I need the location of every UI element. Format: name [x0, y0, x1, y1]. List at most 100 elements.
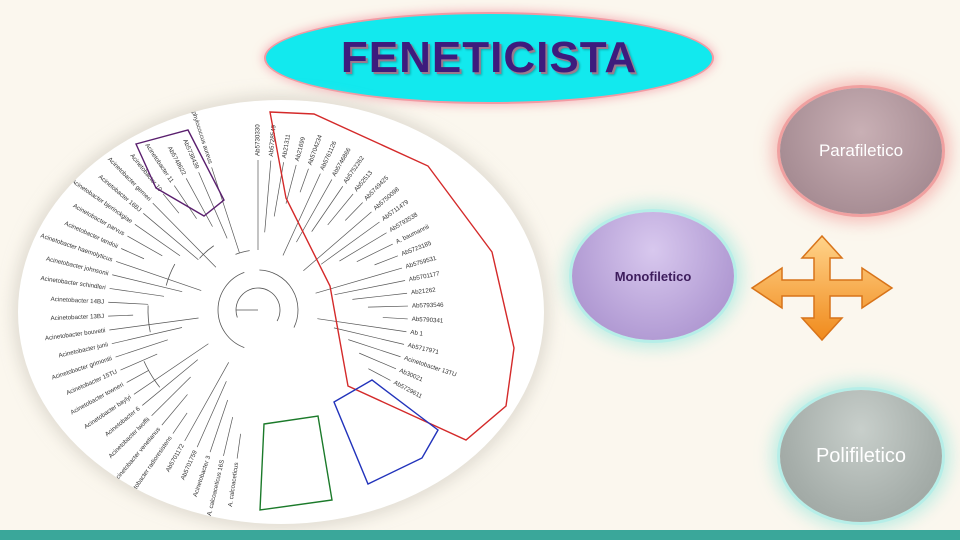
- tree-branch: [367, 305, 408, 308]
- tree-internal-arc: [147, 305, 151, 333]
- tree-right-arc: [259, 269, 299, 328]
- tree-internal-arc: [199, 245, 214, 259]
- tree-leaf-label: Ab5759531: [405, 255, 438, 271]
- tree-leaf-label: Ab5701177: [408, 270, 441, 283]
- tree-leaf-label: Ab5790341: [412, 316, 445, 325]
- tree-branch: [374, 255, 399, 266]
- tree-branch: [339, 232, 387, 262]
- tree-leaf-label: Ab21262: [411, 287, 437, 297]
- tree-branch: [162, 193, 180, 214]
- tree-branch: [173, 185, 197, 219]
- tree-branch: [161, 394, 188, 426]
- tree-branch: [121, 248, 145, 260]
- parafiletico-bubble[interactable]: Parafiletico: [780, 88, 942, 214]
- tree-leaf-label: A. calcoaceticus: [227, 462, 240, 507]
- tree-leaf-label: Ab5723185: [400, 240, 433, 258]
- tree-branch: [185, 178, 213, 227]
- tree-leaf-label: A. calcoaceticus 16S: [206, 459, 226, 517]
- tree-leaf-label: Acinetobacter schindleri: [40, 275, 106, 291]
- tree-branch: [334, 280, 406, 296]
- monofiletico-label: Monofiletico: [614, 268, 692, 284]
- tree-branch: [285, 164, 297, 204]
- tree-branch: [359, 352, 397, 370]
- polifiletico-bubble[interactable]: Polifiletico: [780, 390, 942, 522]
- clade-green-outline: [259, 415, 333, 511]
- tree-branch: [142, 359, 199, 406]
- tree-branch: [352, 292, 408, 300]
- tree-leaf-label: Ab5730330: [255, 124, 262, 156]
- monofiletico-bubble[interactable]: Monofiletico: [572, 212, 734, 340]
- tree-leaf-label: Ab30021: [398, 367, 424, 383]
- title-banner: FENETICISTA: [266, 14, 712, 102]
- tree-branch: [348, 339, 401, 358]
- tree-internal-arc: [143, 361, 161, 388]
- clade-blue-outline: [333, 379, 439, 485]
- tree-branch: [320, 221, 380, 265]
- page-title: FENETICISTA: [340, 33, 638, 82]
- tree-branch: [209, 399, 228, 453]
- tree-branch: [211, 167, 240, 254]
- tree-branch: [264, 160, 272, 233]
- clade-red-outline: [269, 111, 515, 441]
- tree-branch: [152, 202, 217, 268]
- tree-leaf-label: Acinetobacter lwoffii: [107, 416, 151, 460]
- tree-branch: [333, 327, 405, 345]
- tree-branch: [223, 416, 234, 457]
- tree-leaf-label: Ab5701759: [180, 449, 199, 481]
- four-way-arrow-icon: [750, 234, 894, 342]
- tree-leaf-label: Ab5793546: [412, 302, 444, 310]
- tree-branch: [382, 317, 408, 320]
- tree-branch: [109, 317, 199, 331]
- tree-branch: [111, 327, 183, 344]
- tree-branch: [198, 172, 228, 239]
- tree-branch: [317, 318, 407, 333]
- tree-branch: [143, 213, 199, 260]
- tree-branch: [115, 261, 202, 291]
- tree-leaf-label: Acinetobacter junii: [58, 341, 109, 359]
- tree-branch: [108, 301, 149, 305]
- tree-branch: [327, 193, 354, 226]
- tree-branch: [296, 179, 333, 243]
- tree-root-arc: [235, 287, 281, 322]
- tree-branch: [282, 173, 321, 256]
- tree-branch: [108, 314, 134, 317]
- tree-branch: [151, 376, 191, 416]
- tree-branch: [133, 343, 209, 395]
- tree-left-arc: [217, 272, 245, 348]
- tree-branch: [109, 288, 165, 297]
- tree-branch: [184, 362, 229, 442]
- tree-branch: [134, 224, 181, 257]
- tree-leaf-label: Ab21311: [281, 133, 292, 159]
- tree-leaf-label: Acinetobacter 14BJ: [50, 296, 104, 306]
- tree-leaf-label: Acinetobacter 13BJ: [50, 313, 104, 322]
- tree-branch: [344, 202, 363, 221]
- tree-branch: [196, 381, 227, 448]
- tree-internal-arc: [235, 250, 250, 255]
- tree-internal-arc: [165, 263, 176, 286]
- tree-branch: [127, 235, 163, 257]
- polifiletico-label: Polifiletico: [815, 444, 907, 467]
- tree-branch: [303, 211, 372, 272]
- tree-branch: [126, 370, 149, 383]
- tree-leaf-label: Acinetobacter bouvetii: [45, 327, 106, 342]
- tree-leaf-label: Ab5728549: [268, 124, 278, 157]
- tree-leaf-label: Ab 1: [410, 329, 424, 338]
- tree-branch: [315, 267, 403, 294]
- tree-branch: [273, 162, 284, 217]
- tree-branch: [368, 368, 391, 381]
- tree-leaf-label: Ab5717971: [407, 342, 440, 356]
- tree-leaf-label: Ab21699: [294, 136, 307, 162]
- clade-purple-outline: [135, 129, 225, 217]
- tree-branch: [115, 339, 168, 358]
- tree-branch: [311, 186, 344, 232]
- tree-branch: [236, 433, 241, 459]
- tree-branch: [356, 243, 393, 262]
- tree-branch: [172, 412, 188, 434]
- tree-branch: [120, 353, 158, 371]
- phylogenetic-tree: Staphylococcus aureusAb5738439Ab5748622A…: [40, 102, 515, 517]
- tree-branch: [299, 168, 309, 193]
- bottom-accent-bar: [0, 530, 960, 540]
- tree-branch: [112, 274, 183, 293]
- parafiletico-label: Parafiletico: [818, 141, 904, 160]
